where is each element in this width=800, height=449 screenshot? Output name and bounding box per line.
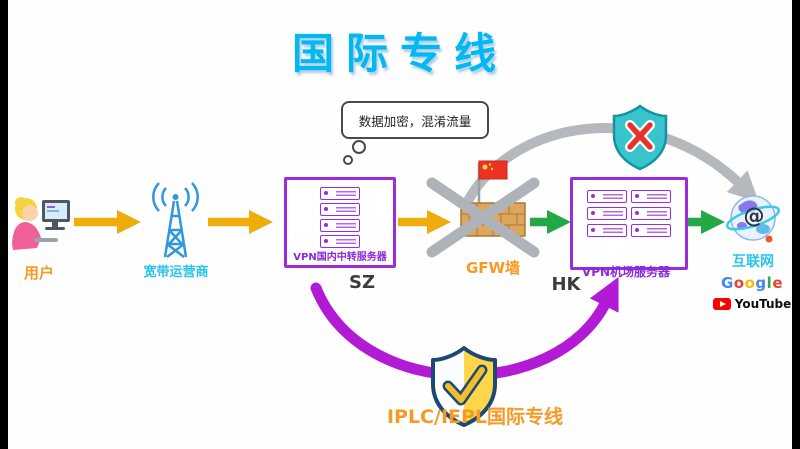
server-unit-icon bbox=[320, 187, 360, 200]
dedicated-line-label: IPLC/IEPL国际专线 bbox=[386, 406, 564, 428]
relay-servers bbox=[287, 180, 393, 248]
gfw-wall-icon bbox=[426, 160, 540, 258]
server-unit-icon bbox=[587, 207, 627, 220]
airport-city-label: HK bbox=[551, 274, 581, 295]
radio-tower-icon bbox=[152, 182, 199, 258]
server-unit-icon bbox=[631, 207, 671, 220]
isp-label: 宽带运营商 bbox=[143, 265, 209, 280]
server-unit-icon bbox=[587, 224, 627, 237]
server-unit-icon bbox=[320, 219, 360, 232]
thought-bubble-tail-dot bbox=[352, 140, 366, 154]
youtube-logo-text: YouTube bbox=[734, 297, 792, 311]
letterbox-left bbox=[0, 0, 8, 449]
server-unit-icon bbox=[587, 190, 627, 203]
page-title: 国际专线 bbox=[291, 29, 508, 78]
server-unit-icon bbox=[631, 190, 671, 203]
china-flag-icon bbox=[478, 160, 508, 180]
at-symbol-icon: @ bbox=[743, 204, 765, 228]
youtube-logo: YouTube bbox=[708, 297, 796, 311]
user-label: 用户 bbox=[23, 264, 54, 282]
letterbox-right bbox=[792, 0, 800, 449]
relay-city-label: SZ bbox=[348, 272, 375, 293]
airport-servers bbox=[573, 180, 685, 237]
relay-box-label: VPN国内中转服务器 bbox=[293, 252, 387, 263]
shield-check-icon bbox=[431, 346, 497, 427]
crossed-out-icon bbox=[426, 177, 540, 258]
youtube-play-icon bbox=[712, 298, 731, 310]
airport-box-label: VPN机场服务器 bbox=[581, 265, 671, 279]
internet-label: 互联网 bbox=[732, 254, 774, 270]
thought-bubble-tail-dot bbox=[343, 155, 353, 165]
shield-x-icon bbox=[612, 104, 668, 171]
server-unit-icon bbox=[320, 235, 360, 248]
vpn-airport-server-box bbox=[570, 177, 688, 270]
gfw-label: GFW墙 bbox=[465, 259, 521, 277]
thought-bubble: 数据加密，混淆流量 bbox=[341, 101, 489, 139]
vpn-relay-server-box: VPN国内中转服务器 bbox=[284, 177, 396, 268]
internet-globe-icon bbox=[725, 195, 781, 243]
server-unit-icon bbox=[320, 203, 360, 216]
user-at-computer-icon bbox=[12, 197, 70, 250]
google-logo-text: Google bbox=[720, 274, 784, 292]
server-unit-icon bbox=[631, 224, 671, 237]
